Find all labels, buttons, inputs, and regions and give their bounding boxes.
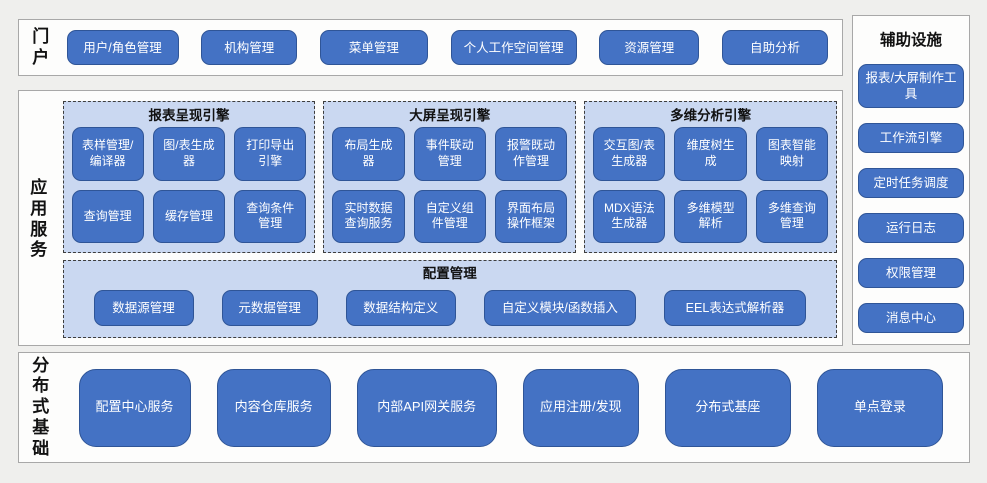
engine-button: 交互图/表生成器 — [593, 127, 666, 181]
bigscreen-engine-panel: 大屏呈现引擎 布局生成器 事件联动管理 报警既动作管理 实时数据查询服务 自定义… — [323, 101, 577, 253]
olap-engine-panel: 多维分析引擎 交互图/表生成器 维度树生成 图表智能映射 MDX语法生成器 多维… — [584, 101, 837, 253]
foundation-section: 分布式基础 配置中心服务 内容仓库服务 内部API网关服务 应用注册/发现 分布… — [18, 352, 970, 463]
engine-button: 多维查询管理 — [755, 189, 828, 243]
auxiliary-title: 辅助设施 — [879, 32, 942, 49]
foundation-button-row: 配置中心服务 内容仓库服务 内部API网关服务 应用注册/发现 分布式基座 单点… — [78, 368, 943, 447]
engine-button: 界面布局操作框架 — [494, 189, 568, 243]
auxiliary-button: 定时任务调度 — [858, 168, 964, 198]
portal-button: 菜单管理 — [319, 30, 428, 65]
panel-title: 大屏呈现引擎 — [409, 108, 491, 123]
foundation-button: 内容仓库服务 — [216, 368, 331, 447]
engine-button: 图/表生成器 — [152, 127, 226, 181]
engine-button: 布局生成器 — [332, 127, 405, 181]
auxiliary-button: 消息中心 — [858, 303, 964, 333]
engine-button-grid: 交互图/表生成器 维度树生成 图表智能映射 MDX语法生成器 多维模型解析 多维… — [593, 127, 828, 243]
auxiliary-button: 权限管理 — [858, 258, 964, 288]
engine-button: 事件联动管理 — [413, 127, 486, 181]
config-button: EEL表达式解析器 — [663, 290, 806, 326]
foundation-button: 单点登录 — [816, 368, 943, 447]
portal-button: 个人工作空间管理 — [450, 30, 577, 65]
foundation-button: 配置中心服务 — [78, 368, 191, 447]
portal-section: 门户 用户/角色管理 机构管理 菜单管理 个人工作空间管理 资源管理 自助分析 — [18, 19, 843, 76]
config-button: 数据源管理 — [93, 290, 194, 326]
engine-button: 实时数据查询服务 — [332, 189, 405, 243]
config-button: 数据结构定义 — [345, 290, 456, 326]
portal-button: 自助分析 — [721, 30, 828, 65]
engine-button-grid: 表样管理/编译器 图/表生成器 打印导出引擎 查询管理 缓存管理 查询条件管理 — [71, 127, 307, 243]
foundation-button: 内部API网关服务 — [356, 368, 497, 447]
config-button-row: 数据源管理 元数据管理 数据结构定义 自定义模块/函数插入 EEL表达式解析器 — [90, 285, 810, 331]
portal-button: 用户/角色管理 — [66, 30, 179, 65]
engine-button: 报警既动作管理 — [494, 127, 568, 181]
config-management-panel: 配置管理 数据源管理 元数据管理 数据结构定义 自定义模块/函数插入 EEL表达… — [62, 260, 837, 338]
foundation-button: 分布式基座 — [664, 368, 791, 447]
panel-title: 多维分析引擎 — [670, 108, 752, 123]
app-services-section: 应用服务 报表呈现引擎 表样管理/编译器 图/表生成器 打印导出引擎 查询管理 … — [18, 90, 843, 346]
engine-button: 打印导出引擎 — [234, 127, 307, 181]
panel-title: 报表呈现引擎 — [148, 108, 230, 123]
engine-button: 缓存管理 — [152, 189, 226, 243]
foundation-button: 应用注册/发现 — [522, 368, 639, 447]
engine-button: 查询条件管理 — [234, 189, 307, 243]
portal-label: 门户 — [32, 26, 50, 67]
engine-button: 多维模型解析 — [674, 189, 747, 243]
portal-button: 机构管理 — [201, 30, 298, 65]
config-button: 自定义模块/函数插入 — [483, 290, 636, 326]
engine-panels: 报表呈现引擎 表样管理/编译器 图/表生成器 打印导出引擎 查询管理 缓存管理 … — [62, 101, 837, 253]
engine-button: 图表智能映射 — [755, 127, 828, 181]
portal-button: 资源管理 — [599, 30, 700, 65]
auxiliary-button: 运行日志 — [858, 213, 964, 243]
panel-title: 配置管理 — [422, 266, 477, 281]
engine-button: MDX语法生成器 — [593, 189, 666, 243]
auxiliary-button: 工作流引擎 — [858, 123, 964, 153]
engine-button: 自定义组件管理 — [413, 189, 486, 243]
report-engine-panel: 报表呈现引擎 表样管理/编译器 图/表生成器 打印导出引擎 查询管理 缓存管理 … — [62, 101, 316, 253]
auxiliary-button: 报表/大屏制作工具 — [858, 64, 964, 108]
app-services-content: 报表呈现引擎 表样管理/编译器 图/表生成器 打印导出引擎 查询管理 缓存管理 … — [62, 101, 837, 338]
engine-button: 查询管理 — [71, 189, 144, 243]
app-services-label: 应用服务 — [30, 178, 48, 260]
portal-button-row: 用户/角色管理 机构管理 菜单管理 个人工作空间管理 资源管理 自助分析 — [66, 30, 828, 65]
engine-button-grid: 布局生成器 事件联动管理 报警既动作管理 实时数据查询服务 自定义组件管理 界面… — [332, 127, 568, 243]
config-button: 元数据管理 — [221, 290, 318, 326]
auxiliary-section: 辅助设施 报表/大屏制作工具 工作流引擎 定时任务调度 运行日志 权限管理 消息… — [852, 15, 970, 345]
engine-button: 维度树生成 — [674, 127, 747, 181]
foundation-label: 分布式基础 — [32, 355, 50, 458]
engine-button: 表样管理/编译器 — [71, 127, 144, 181]
